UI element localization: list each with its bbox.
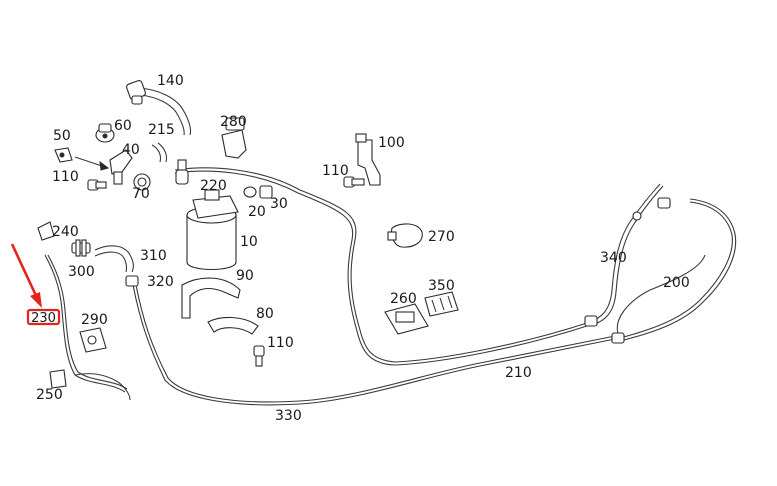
connector-right-b: [611, 332, 625, 344]
part-320: [125, 275, 139, 287]
parts: [37, 80, 671, 389]
label-220[interactable]: 220: [200, 178, 227, 194]
label-140[interactable]: 140: [157, 73, 184, 89]
fuel-line-330: [132, 284, 621, 406]
label-250[interactable]: 250: [36, 387, 63, 403]
part-110b: [343, 176, 365, 188]
label-350[interactable]: 350: [428, 278, 455, 294]
part-240: [37, 221, 55, 241]
label-90[interactable]: 90: [236, 268, 254, 284]
part-140: [126, 80, 146, 105]
part-labels: 140 60 215 280 100 50 40 110 110 70 220 …: [36, 73, 690, 424]
hose-310: [94, 245, 134, 273]
label-290[interactable]: 290: [81, 312, 108, 328]
hose-310-b: [94, 251, 128, 273]
fuel-line-210: [174, 167, 591, 363]
part-290: [79, 327, 107, 353]
part-250: [49, 369, 67, 389]
label-215[interactable]: 215: [148, 122, 175, 138]
label-320[interactable]: 320: [147, 274, 174, 290]
label-230[interactable]: 230: [31, 311, 56, 326]
hose-215-b: [157, 142, 168, 163]
part-300: [71, 239, 91, 257]
label-330[interactable]: 330: [275, 408, 302, 424]
connector-right-a: [584, 315, 598, 327]
label-30[interactable]: 30: [270, 196, 288, 212]
label-210[interactable]: 210: [505, 365, 532, 381]
part-20: [243, 186, 257, 198]
red-arrow-head-icon: [30, 292, 42, 308]
label-10[interactable]: 10: [240, 234, 258, 250]
connector-top-right: [632, 197, 671, 221]
fuel-line-230: [44, 254, 126, 393]
fuel-line-200-c: [616, 254, 706, 339]
hose-215: [151, 144, 162, 163]
fuel-line-340-b: [592, 185, 664, 326]
part-110a: [87, 179, 107, 191]
label-340[interactable]: 340: [600, 250, 627, 266]
part-70: [133, 173, 151, 191]
fuel-line-200: [619, 201, 733, 339]
fuel-line-330-b: [135, 284, 621, 403]
part-350: [424, 291, 459, 317]
hoses: [74, 87, 192, 401]
part-30: [259, 185, 273, 199]
hose-250: [74, 373, 131, 401]
label-100[interactable]: 100: [378, 135, 405, 151]
part-220: [175, 159, 189, 185]
label-260[interactable]: 260: [390, 291, 417, 307]
highlight-box[interactable]: [26, 308, 61, 326]
part-280: [221, 117, 247, 159]
part-260: [384, 303, 429, 335]
callout-highlight: 230: [10, 243, 61, 326]
part-100: [355, 133, 381, 186]
red-arrow-line: [10, 243, 40, 301]
label-300[interactable]: 300: [68, 264, 95, 280]
label-110c[interactable]: 110: [267, 335, 294, 351]
label-110a[interactable]: 110: [52, 169, 79, 185]
label-80[interactable]: 80: [256, 306, 274, 322]
part-40: [74, 149, 133, 185]
label-40[interactable]: 40: [122, 142, 140, 158]
label-70[interactable]: 70: [132, 186, 150, 202]
label-280[interactable]: 280: [220, 114, 247, 130]
label-270[interactable]: 270: [428, 229, 455, 245]
fuel-lines: [44, 167, 737, 406]
part-10: [186, 189, 239, 270]
label-50[interactable]: 50: [53, 128, 71, 144]
part-80: [207, 317, 259, 335]
label-20[interactable]: 20: [248, 204, 266, 220]
part-50: [54, 147, 73, 163]
fuel-line-200-b: [619, 198, 737, 342]
part-90: [181, 277, 241, 319]
label-200[interactable]: 200: [663, 275, 690, 291]
part-60: [95, 123, 115, 143]
hose-140: [139, 87, 192, 136]
label-240[interactable]: 240: [52, 224, 79, 240]
fuel-line-340: [589, 183, 661, 323]
label-110b[interactable]: 110: [322, 163, 349, 179]
label-60[interactable]: 60: [114, 118, 132, 134]
label-310[interactable]: 310: [140, 248, 167, 264]
fuel-line-230-b: [47, 254, 128, 390]
part-270: [387, 223, 423, 248]
hose-140-b: [139, 94, 185, 136]
fuel-line-210-b: [174, 170, 591, 366]
part-110c: [253, 345, 265, 367]
